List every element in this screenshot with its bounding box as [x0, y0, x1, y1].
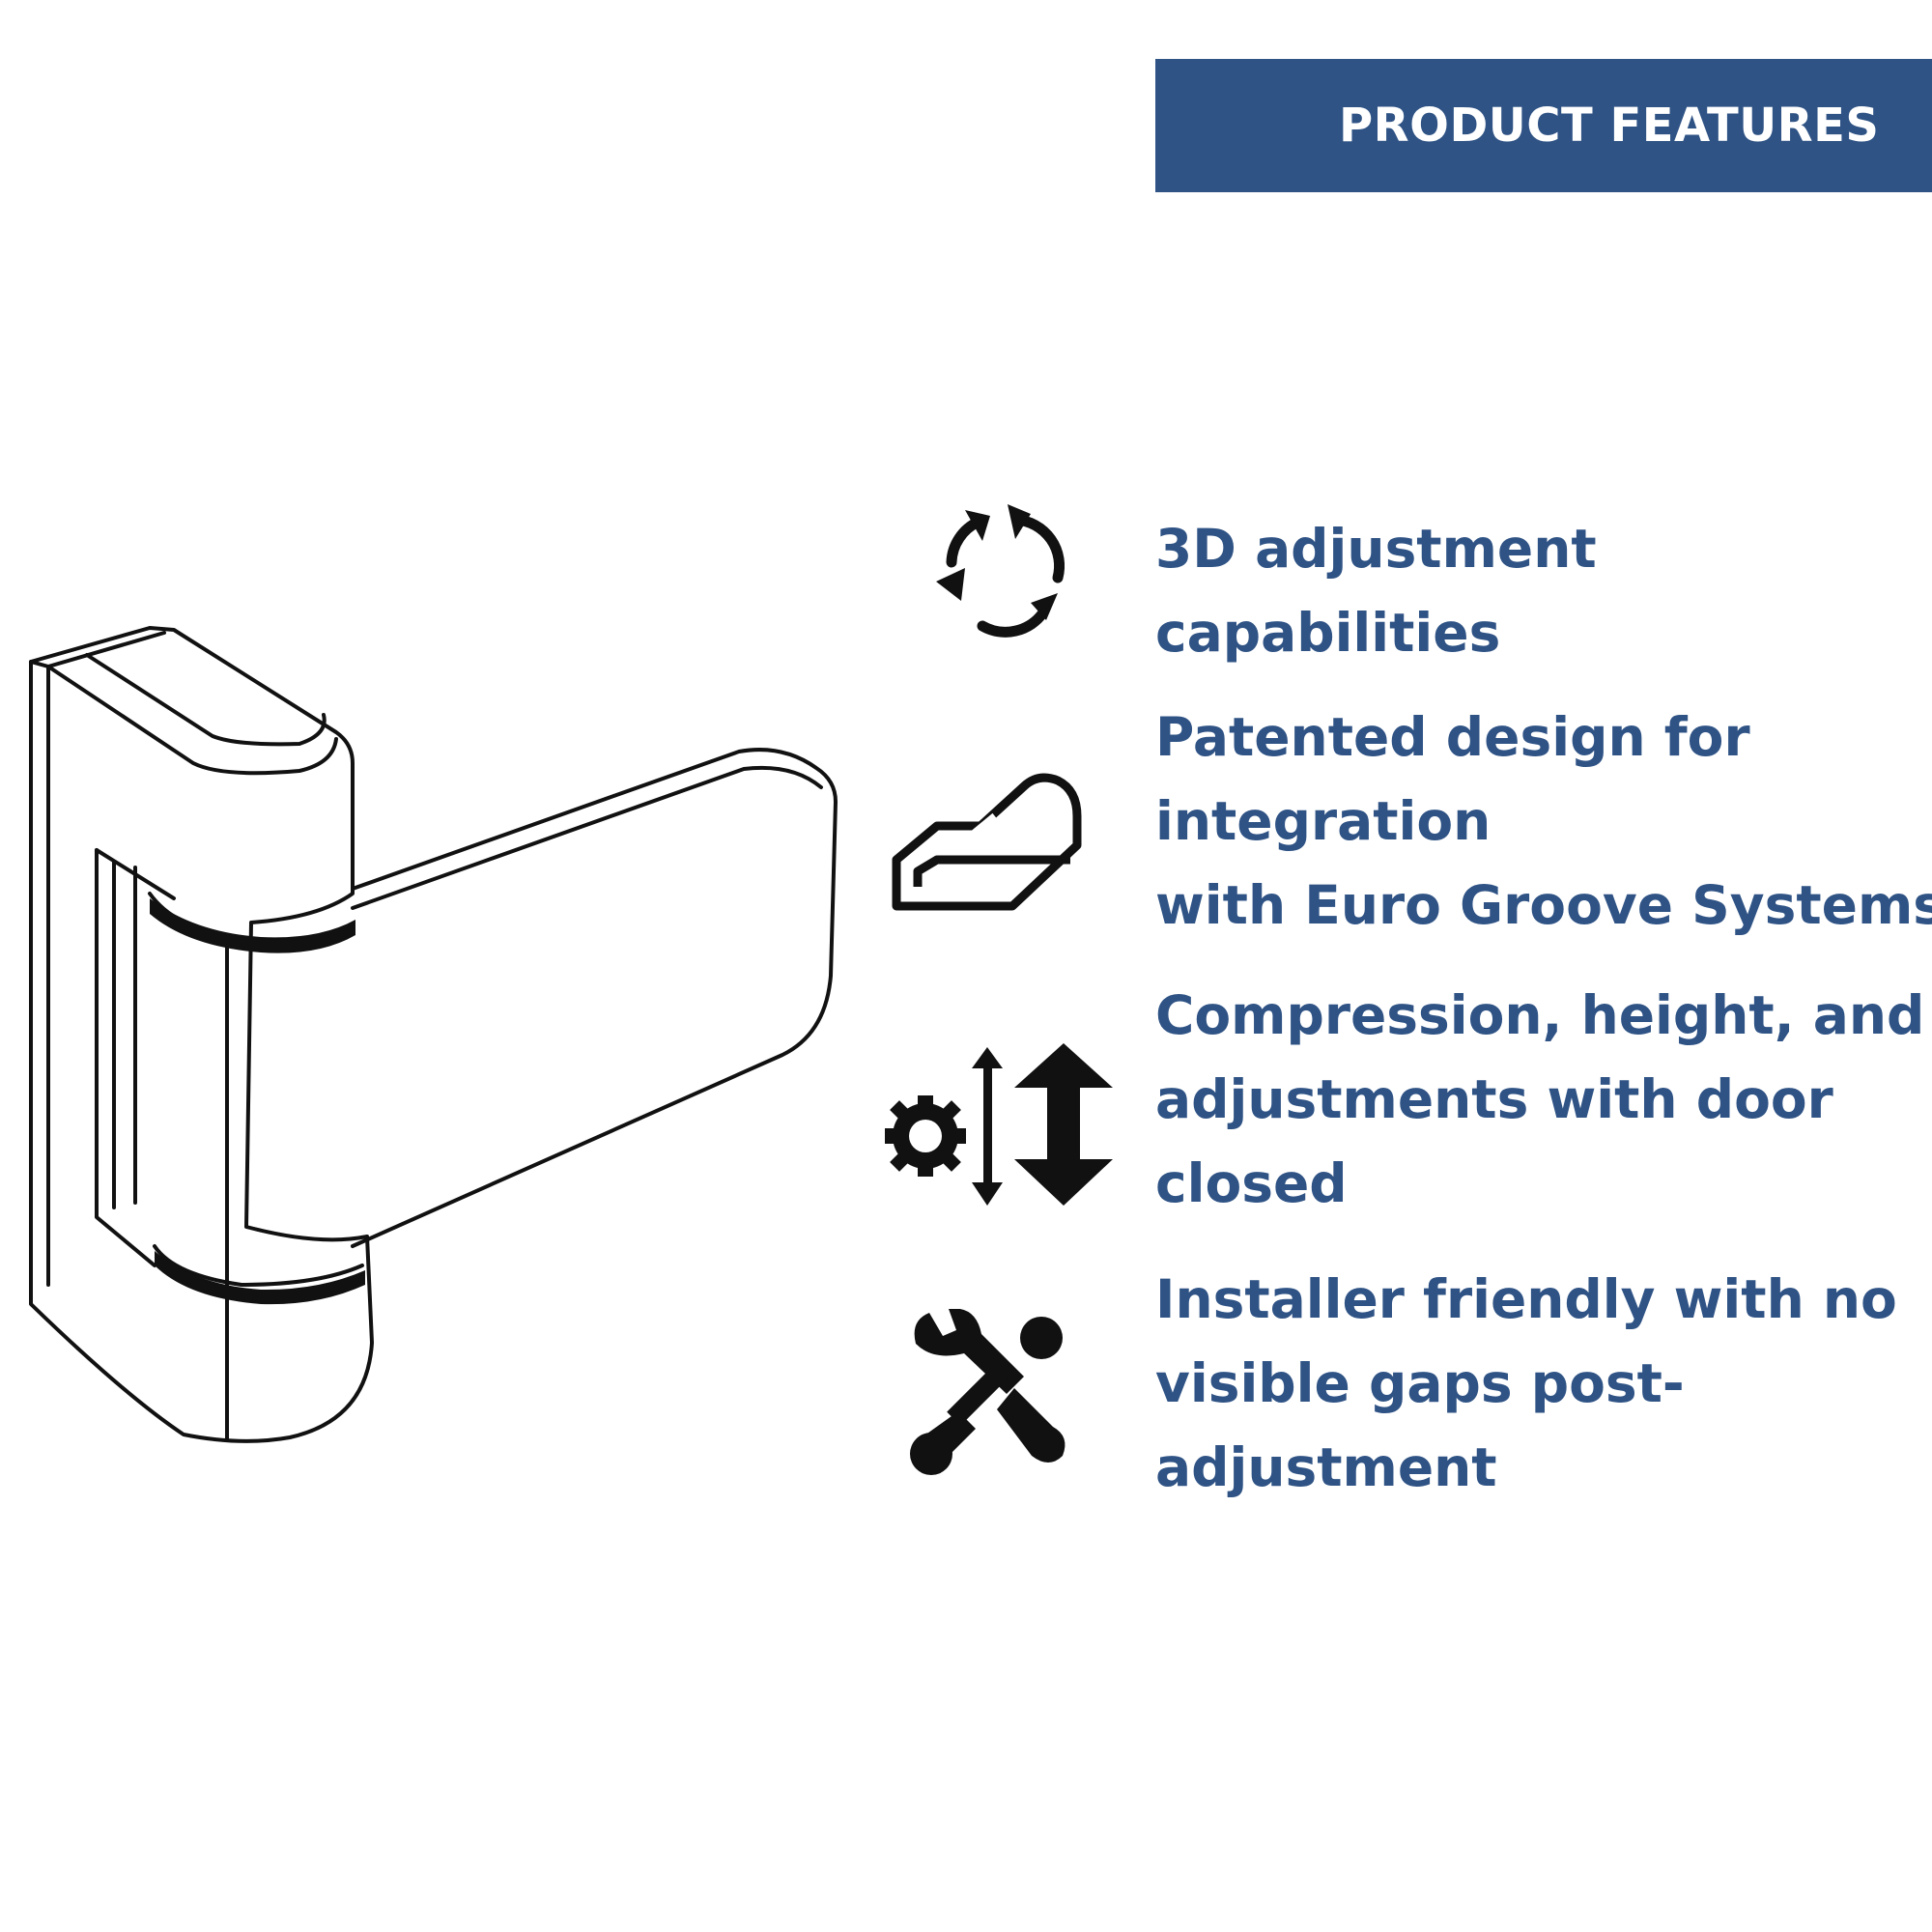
feature-installer-friendly: Installer friendly with no visible gaps … — [1155, 1258, 1928, 1510]
banner-title: PRODUCT FEATURES — [1339, 99, 1880, 153]
feature-line: closed — [1155, 1152, 1348, 1214]
wrench-screwdriver-icon — [910, 1309, 1065, 1475]
groove-profile-icon — [892, 773, 1082, 911]
hinge-illustration — [29, 626, 838, 1443]
feature-line: Installer friendly with no — [1155, 1268, 1897, 1330]
rotate-arrows-icon — [936, 504, 1065, 638]
feature-line: Patented design for — [1155, 706, 1750, 768]
feature-door-closed-adjustment: Compression, height, and adjustments wit… — [1155, 974, 1928, 1226]
feature-3d-adjustment: 3D adjustment capabilities — [1155, 507, 1928, 675]
feature-line: Compression, height, and — [1155, 984, 1925, 1046]
feature-line: 3D adjustment — [1155, 518, 1597, 580]
feature-line: adjustments with door — [1155, 1068, 1833, 1130]
product-features-banner: PRODUCT FEATURES — [1155, 59, 1932, 192]
feature-line: visible gaps post- — [1155, 1352, 1685, 1414]
feature-line: with Euro Groove Systems — [1155, 874, 1932, 936]
feature-line: adjustment — [1155, 1436, 1497, 1498]
feature-euro-groove: Patented design for integration with Eur… — [1155, 696, 1932, 948]
feature-line: integration — [1155, 790, 1492, 852]
feature-line: capabilities — [1155, 602, 1501, 664]
gear-vertical-arrows-icon — [885, 1043, 1113, 1206]
